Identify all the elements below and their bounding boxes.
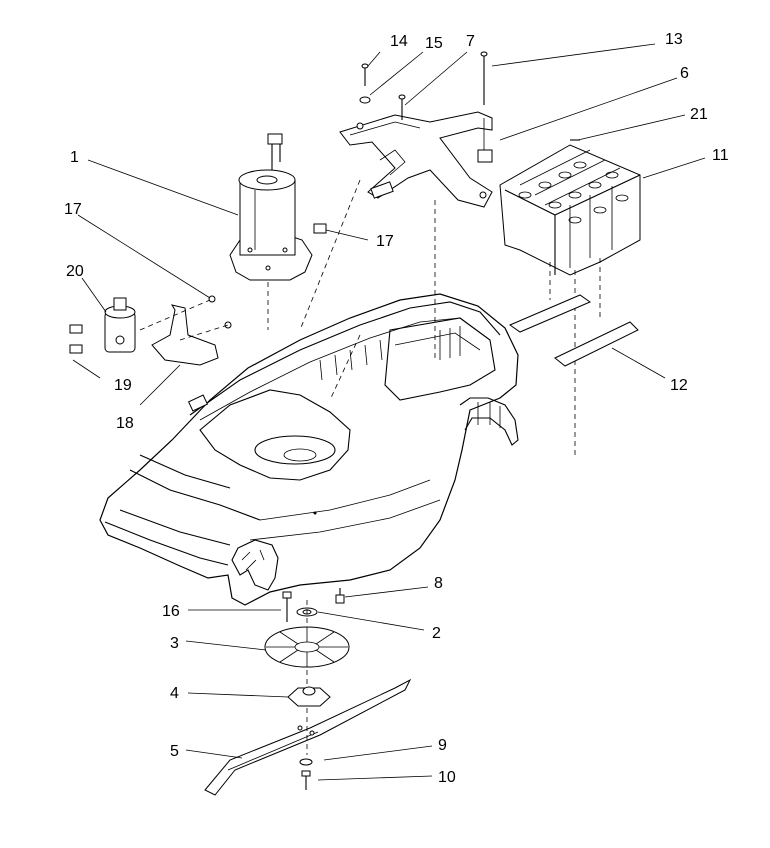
solenoid-assembly: [69, 295, 232, 366]
callout-13: 13: [665, 31, 683, 48]
leader-lines: [72, 43, 706, 781]
top-fasteners: [313, 51, 488, 234]
mower-deck-housing: [99, 293, 519, 606]
callout-17-motor: 17: [376, 233, 394, 250]
callout-8: 8: [434, 575, 443, 592]
callout-20: 20: [66, 263, 84, 280]
callout-7: 7: [466, 33, 475, 50]
callout-15: 15: [425, 35, 443, 52]
callout-14: 14: [390, 33, 408, 50]
callout-labels: 14 15 7 13 6 21 11 1 17 17 20 19 18 12 8…: [64, 31, 729, 786]
battery-pads: [508, 294, 639, 367]
callout-10: 10: [438, 769, 456, 786]
callout-2: 2: [432, 625, 441, 642]
callout-4: 4: [170, 685, 179, 702]
callout-5: 5: [170, 743, 179, 760]
motor: [229, 133, 313, 330]
callout-17-solenoid: 17: [64, 201, 82, 218]
callout-9: 9: [438, 737, 447, 754]
battery-pack: [499, 139, 641, 455]
callout-16: 16: [162, 603, 180, 620]
callout-21: 21: [690, 106, 708, 123]
callout-3: 3: [170, 635, 179, 652]
callout-11: 11: [712, 147, 729, 164]
callout-6: 6: [680, 65, 689, 82]
battery-hold-down-bracket: [299, 111, 493, 360]
callout-1: 1: [70, 149, 79, 166]
callout-12: 12: [670, 377, 688, 394]
callout-18: 18: [116, 415, 134, 432]
blade-stack: [204, 588, 412, 796]
callout-19: 19: [114, 377, 132, 394]
